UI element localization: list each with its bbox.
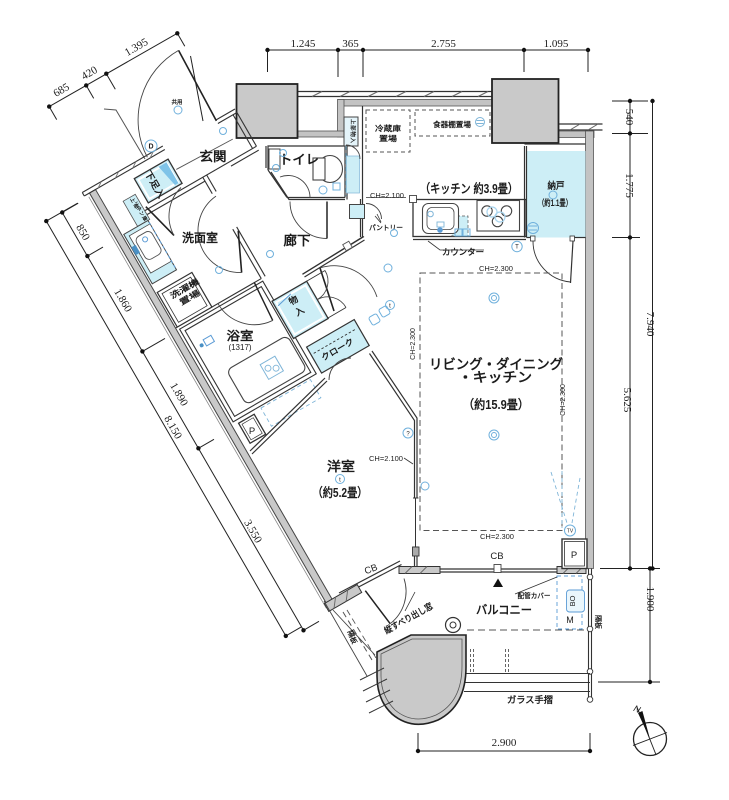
svg-text:CH=2.100: CH=2.100 [370, 191, 404, 200]
svg-text:1.095: 1.095 [544, 38, 569, 50]
svg-text:隔板: 隔板 [594, 615, 603, 630]
svg-text:（約1.1畳）: （約1.1畳） [538, 197, 572, 208]
svg-text:廊下: 廊下 [284, 233, 311, 248]
svg-text:バルコニー: バルコニー [476, 603, 532, 617]
svg-text:CB: CB [363, 562, 379, 577]
svg-text:M: M [566, 615, 574, 625]
svg-text:540: 540 [623, 109, 635, 126]
svg-text:カウンター: カウンター [442, 247, 484, 257]
svg-text:1.775: 1.775 [623, 173, 635, 198]
svg-text:食器棚置場: 食器棚置場 [433, 119, 472, 129]
svg-text:（約5.2畳）: （約5.2畳） [313, 485, 368, 500]
svg-text:5.625: 5.625 [621, 388, 633, 413]
svg-text:CH=2.300: CH=2.300 [410, 328, 417, 360]
svg-text:T: T [515, 245, 519, 251]
svg-text:BO: BO [568, 595, 577, 606]
svg-text:CH=2.300: CH=2.300 [479, 264, 513, 273]
svg-text:置場: 置場 [379, 133, 398, 143]
svg-text:入: 入 [292, 305, 306, 319]
svg-text:2.900: 2.900 [492, 737, 517, 749]
svg-text:洋室: 洋室 [327, 459, 355, 474]
svg-text:(1317): (1317) [228, 343, 251, 352]
svg-text:上部物入: 上部物入 [349, 119, 357, 143]
svg-text:納戸: 納戸 [548, 180, 565, 192]
svg-text:パントリー: パントリー [369, 223, 403, 232]
svg-text:P: P [571, 550, 577, 561]
svg-text:CH=2.100: CH=2.100 [369, 454, 403, 463]
svg-text:t: t [389, 304, 391, 310]
svg-text:冷蔵庫: 冷蔵庫 [375, 123, 402, 133]
svg-text:t: t [339, 478, 341, 484]
svg-text:リビング・ダイニング: リビング・ダイニング [429, 356, 563, 372]
svg-text:TV: TV [567, 529, 574, 535]
svg-text:共用: 共用 [172, 98, 183, 106]
svg-text:7.940: 7.940 [644, 312, 656, 337]
svg-text:D: D [148, 144, 153, 151]
svg-text:ガラス手摺: ガラス手摺 [507, 694, 553, 705]
svg-text:（約15.9畳）: （約15.9畳） [463, 397, 529, 412]
svg-text:・キッチン: ・キッチン [458, 370, 532, 385]
svg-text:CH=2.300: CH=2.300 [560, 384, 567, 416]
svg-text:トイレ: トイレ [279, 152, 319, 167]
svg-text:2.755: 2.755 [431, 38, 456, 50]
svg-text:洗面室: 洗面室 [182, 230, 218, 245]
svg-text:CH=2.300: CH=2.300 [480, 532, 514, 541]
svg-text:（キッチン 約3.9畳）: （キッチン 約3.9畳） [420, 181, 518, 196]
svg-text:?: ? [406, 432, 410, 438]
svg-text:配管カバー: 配管カバー [518, 591, 551, 600]
svg-text:CB: CB [490, 551, 503, 562]
svg-text:玄関: 玄関 [200, 149, 227, 164]
svg-text:N: N [632, 703, 642, 715]
svg-text:1.245: 1.245 [291, 38, 316, 50]
svg-text:P: P [249, 426, 255, 437]
svg-text:浴室: 浴室 [227, 328, 254, 343]
svg-text:365: 365 [342, 38, 359, 50]
svg-text:1.900: 1.900 [644, 587, 656, 612]
